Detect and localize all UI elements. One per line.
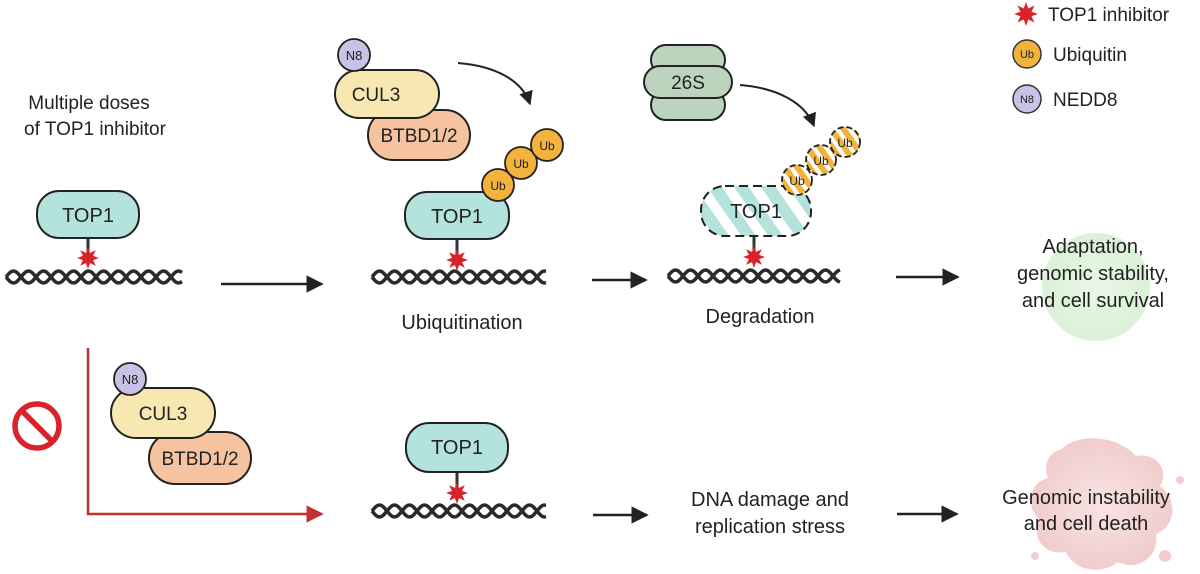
ub-symbol: Ub [513,157,529,171]
nedd8-icon [113,362,147,396]
top1-trapped: TOP1 [370,422,547,519]
cul3-protein [110,387,216,439]
e3-ligase-complex-absent: BTBD1/2 CUL3 N8 [110,362,252,485]
dna-strand [4,269,183,285]
nedd8-symbol: N8 [122,372,139,387]
outcome-negative-line-2: and cell death [1024,513,1149,535]
arrow-proteasome-to-top1 [739,84,816,128]
inhibitor-icon [446,482,468,504]
ubiquitin-icon [829,126,861,158]
legend-nedd8-icon [1012,84,1042,114]
death-outcome: Genomic instability and cell death [1002,438,1184,570]
legend-inhibitor-icon [1014,2,1038,26]
intro-line-1: Multiple doses [28,93,149,114]
top1-protein [36,190,140,239]
ub-symbol: Ub [490,179,506,193]
top1-degraded: TOP1 Ub Ub Ub [666,126,861,284]
outcome-negative-line-1: Genomic instability [1002,487,1170,509]
dying-cell-icon [1030,438,1173,570]
outcome-positive-line-2: genomic stability, [1017,263,1169,285]
dna-strand-b [4,269,183,285]
damage-line-2: replication stress [695,516,845,538]
outcome-positive-line-1: Adaptation, [1042,236,1143,258]
legend: TOP1 inhibitor Ub Ubiquitin N8 NEDD8 [1012,2,1170,114]
top1-protein [404,191,510,240]
ub-symbol: Ub [789,174,805,188]
btbd-label: BTBD1/2 [380,126,457,147]
red-blocked-path [86,348,324,523]
inhibitor-icon [743,246,765,268]
dna-strand [370,269,547,285]
ub-symbol: Ub [837,136,853,150]
legend-ubiquitin-icon [1012,39,1042,69]
cul3-label: CUL3 [139,404,188,425]
btbd-label: BTBD1/2 [161,449,238,470]
ub-symbol: Ub [539,139,555,153]
top1-label: TOP1 [431,206,483,228]
legend-nedd8-label: NEDD8 [1053,90,1117,111]
proteasome: 26S [643,44,733,121]
top1-label: TOP1 [62,205,114,227]
top1-ubiquitinated: TOP1 Ub Ub Ub [370,128,564,285]
legend-n8-symbol: N8 [1020,94,1034,106]
ubiquitin-icon [781,164,813,196]
legend-ub-symbol: Ub [1020,49,1034,61]
dna-strand [666,268,841,284]
nedd8-symbol: N8 [346,48,363,63]
legend-ubiquitin-label: Ubiquitin [1053,45,1127,66]
top1-protein [700,185,812,237]
inhibitor-icon [77,247,99,269]
nedd8-icon [337,38,371,72]
damage-line-1: DNA damage and [691,489,849,511]
ubiquitin-icon [481,168,515,202]
top1-label: TOP1 [431,437,483,459]
dna-strand-a [666,268,841,284]
e3-ligase-complex: BTBD1/2 CUL3 N8 [334,38,471,161]
dna-strand-b [666,268,841,284]
ubiquitin-icon [530,128,564,162]
top1-initial: TOP1 [4,190,183,285]
proteasome-label: 26S [671,73,705,94]
arrow-ligase-to-top1 [457,62,533,106]
ubiquitin-icon [805,144,837,176]
intro-text: Multiple doses of TOP1 inhibitor [24,93,167,140]
step-degradation-label: Degradation [706,306,815,328]
outcome-positive-line-3: and cell survival [1022,290,1164,312]
ub-symbol: Ub [813,154,829,168]
ubiquitin-icon [504,146,538,180]
healthy-cell-icon [1042,233,1150,341]
top1-label: TOP1 [730,201,782,223]
inhibitor-icon [446,249,468,271]
step-ubiquitination-label: Ubiquitination [401,312,522,334]
legend-inhibitor-label: TOP1 inhibitor [1048,5,1170,26]
dna-strand [370,503,547,519]
intro-line-2: of TOP1 inhibitor [24,119,167,140]
top1-protein [405,422,509,473]
survival-outcome: Adaptation, genomic stability, and cell … [1017,233,1169,341]
dna-strand-b [370,269,547,285]
cul3-label: CUL3 [352,85,401,106]
dna-strand-b [370,503,547,519]
dna-damage-text: DNA damage and replication stress [691,489,849,538]
cul3-protein [334,69,440,119]
prohibited-icon [12,401,62,451]
